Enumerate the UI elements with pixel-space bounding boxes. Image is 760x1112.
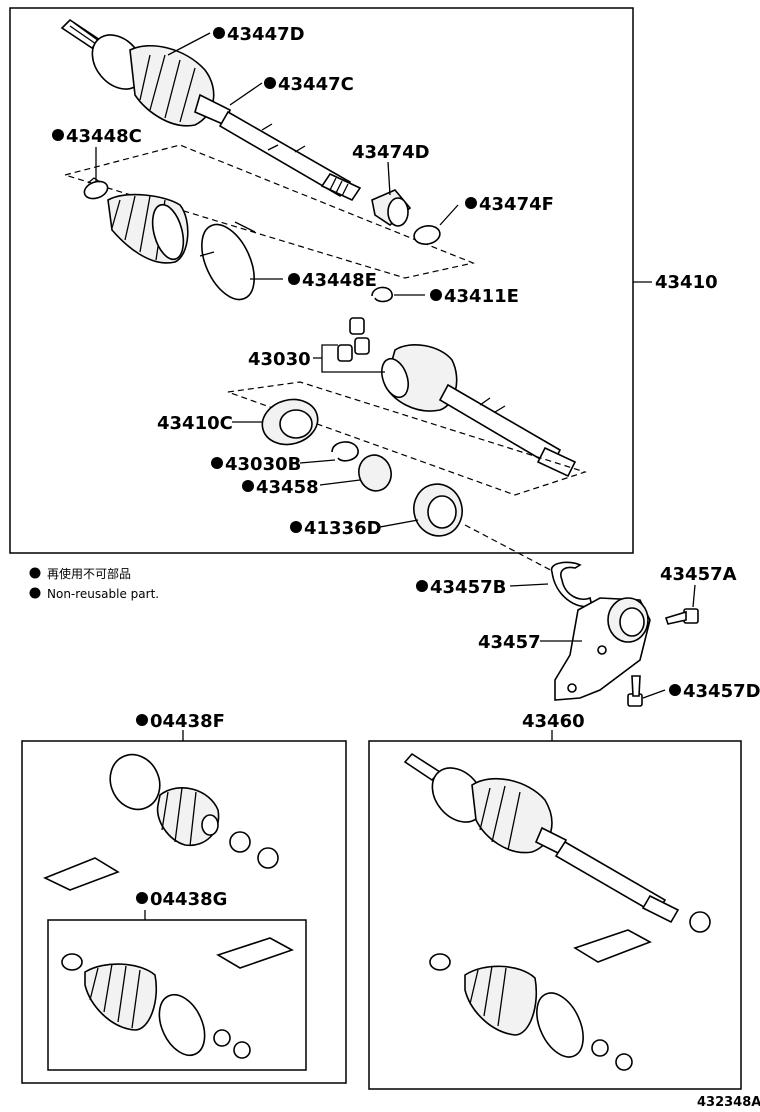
clamp-band-43448E-part [199, 221, 256, 301]
filled-dot-icon [242, 480, 254, 492]
label-43457A: 43457A [660, 564, 737, 585]
svg-text:43474F: 43474F [479, 194, 554, 215]
filled-dot-icon [288, 273, 300, 285]
label-43458: 43458 [242, 477, 319, 498]
filled-dot-icon [669, 684, 681, 696]
label-43030: 43030 [248, 349, 311, 370]
label-41336D: 41336D [290, 518, 382, 539]
inner-joint-shaft-part [381, 344, 577, 478]
bearing-43410C-part [261, 398, 319, 446]
label-43457D: 43457D [669, 681, 760, 702]
label-43411E: 43411E [430, 286, 519, 307]
svg-text:43448C: 43448C [66, 126, 142, 147]
seal-43458-part [358, 454, 392, 492]
kit-04438F-parts [43, 753, 279, 891]
bolt-43457D-part [627, 675, 643, 707]
label-43448E: 43448E [288, 270, 377, 291]
filled-dot-icon [29, 587, 41, 599]
filled-dot-icon [416, 580, 428, 592]
filled-dot-icon [430, 289, 442, 301]
label-04438G: 04438G [136, 889, 227, 910]
label-43457: 43457 [478, 632, 541, 653]
label-43030B: 43030B [211, 454, 301, 475]
label-43447C: 43447C [264, 74, 354, 95]
shaft-43460-frame [368, 740, 742, 1090]
svg-text:41336D: 41336D [304, 518, 382, 539]
bracket-43457-part [554, 597, 651, 701]
filled-dot-icon [465, 197, 477, 209]
assembly-43410-frame [9, 7, 634, 554]
svg-text:43030B: 43030B [225, 454, 301, 475]
label-43448C: 43448C [52, 126, 142, 147]
svg-text:04438G: 04438G [150, 889, 227, 910]
snap-ring-43457B-part [550, 561, 593, 608]
svg-text:43457B: 43457B [430, 577, 506, 598]
filled-dot-icon [136, 714, 148, 726]
svg-text:43411E: 43411E [444, 286, 519, 307]
filled-dot-icon [213, 27, 225, 39]
label-43474D: 43474D [352, 142, 430, 163]
svg-text:43447C: 43447C [278, 74, 354, 95]
label-43410C: 43410C [157, 413, 233, 434]
filled-dot-icon [29, 567, 41, 579]
seal-41336D-part [413, 483, 463, 537]
label-43410: 43410 [655, 272, 718, 293]
bearing-43474D-part [371, 189, 412, 227]
filled-dot-icon [52, 129, 64, 141]
legend-en: Non-reusable part. [47, 587, 159, 601]
filled-dot-icon [290, 521, 302, 533]
svg-text:43457D: 43457D [683, 681, 760, 702]
snap-ring-43411E-part [371, 286, 393, 303]
snap-ring-43474F-part [413, 225, 441, 245]
snap-ring-43030B-part [331, 441, 359, 462]
drive-shaft-upper [60, 18, 362, 202]
kit-04438F-frame [21, 740, 347, 1084]
label-43460: 43460 [522, 711, 585, 732]
label-04438F: 04438F [136, 711, 225, 732]
svg-text:43447D: 43447D [227, 24, 305, 45]
drive-shaft-43460-part [403, 752, 711, 1071]
bolt-43457A-part [664, 608, 699, 625]
label-43474F: 43474F [465, 194, 554, 215]
tripod-43030-part [337, 317, 370, 362]
illustration-id: 432348A [697, 1095, 760, 1110]
legend-jp: 再使用不可部品 [47, 566, 131, 581]
svg-text:04438F: 04438F [150, 711, 225, 732]
legend: 再使用不可部品 Non-reusable part. [29, 566, 159, 601]
kit-04438G-frame [47, 919, 307, 1071]
label-43457B: 43457B [416, 577, 506, 598]
filled-dot-icon [136, 892, 148, 904]
svg-text:43458: 43458 [256, 477, 319, 498]
clamp-43448C-part [83, 177, 109, 200]
filled-dot-icon [211, 457, 223, 469]
filled-dot-icon [264, 77, 276, 89]
boot-loose-part [107, 193, 189, 264]
kit-04438G-parts [61, 937, 294, 1059]
svg-text:43448E: 43448E [302, 270, 377, 291]
label-43447D: 43447D [213, 24, 305, 45]
